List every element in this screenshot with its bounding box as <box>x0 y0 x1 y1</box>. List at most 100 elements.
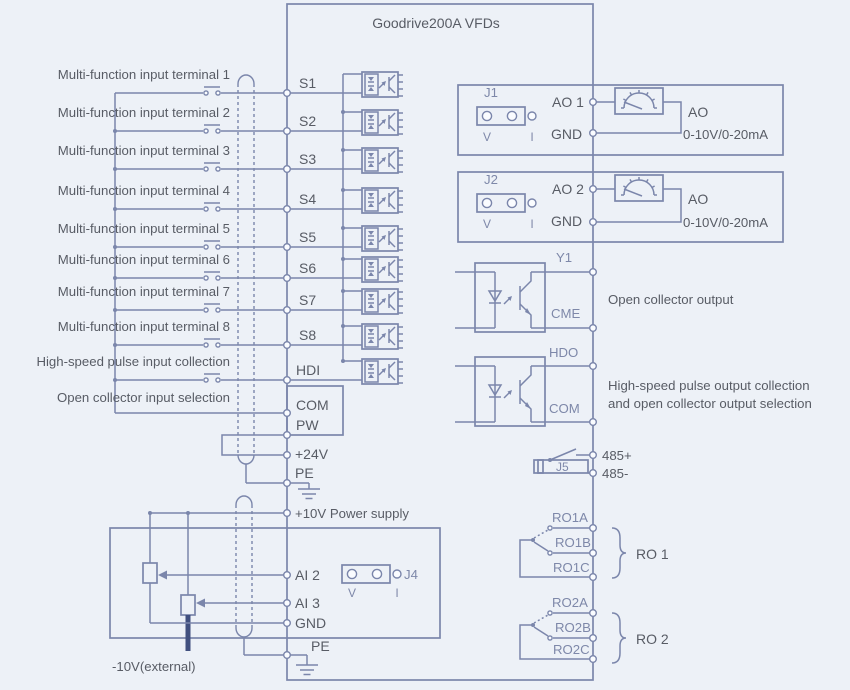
relay-name: RO 2 <box>636 631 669 647</box>
jumper-name: J4 <box>404 567 418 582</box>
input-row-s8: Multi-function input terminal 8 S8 <box>58 319 404 350</box>
optocoupler-icon <box>361 71 404 98</box>
ai2-row: AI 2 <box>158 567 320 583</box>
switch-icon <box>203 271 221 281</box>
input-label: Multi-function input terminal 8 <box>58 319 230 334</box>
optocoupler-icon <box>361 147 404 174</box>
ao2-block: J2 V I AO 2 GND AO 0-10V/0-20mA <box>457 171 784 243</box>
terminal-label: HDO <box>549 345 578 360</box>
terminal-label: HDI <box>296 362 320 378</box>
input-row-hdi: High-speed pulse input collection HDI <box>36 354 404 385</box>
terminal-dot <box>589 549 597 557</box>
switch-icon <box>203 202 221 212</box>
terminal-label: 485- <box>602 466 628 481</box>
terminal-dot <box>283 341 291 349</box>
input-label: Multi-function input terminal 7 <box>58 284 230 299</box>
digital-input-section: Multi-function input terminal 1 S1 Multi… <box>36 67 404 500</box>
terminal-dot <box>589 634 597 642</box>
terminal-label: RO1B <box>555 535 591 550</box>
jumper-v-label: V <box>483 217 491 231</box>
terminal-label: PE <box>311 638 330 654</box>
output-optocoupler-icon <box>454 262 591 333</box>
com-pw-block: Open collector input selection COM PW <box>57 385 344 436</box>
terminal-label: GND <box>551 213 582 229</box>
terminal-dot <box>589 128 597 138</box>
input-row-s1: Multi-function input terminal 1 S1 <box>58 67 404 98</box>
analog-box <box>109 527 441 639</box>
terminal-label: AI 2 <box>295 567 320 583</box>
output-range: 0-10V/0-20mA <box>683 127 768 142</box>
relay-ro1-block: RO1A RO1B RO1C RO 1 <box>519 510 669 581</box>
jumper-block-icon <box>476 193 537 213</box>
input-label: Multi-function input terminal 3 <box>58 143 230 158</box>
terminal-dot <box>283 619 291 627</box>
relay-name: RO 1 <box>636 546 669 562</box>
minus10v-label: -10V(external) <box>112 659 196 674</box>
terminal-label: COM <box>296 397 329 413</box>
terminal-dot <box>589 655 597 663</box>
terminal-label: RO2C <box>553 642 590 657</box>
terminal-label: S8 <box>299 327 316 343</box>
input-label: Multi-function input terminal 4 <box>58 183 230 198</box>
terminal-label: Y1 <box>556 250 572 265</box>
terminal-label: AI 3 <box>295 595 320 611</box>
optocoupler-icon <box>361 109 404 136</box>
terminal-label: S4 <box>299 191 316 207</box>
input-label: Multi-function input terminal 2 <box>58 105 230 120</box>
terminal-dot <box>589 609 597 617</box>
power-supply-label: +10V Power supply <box>295 506 409 521</box>
terminal-label: AO 1 <box>552 94 584 110</box>
output-label: AO <box>688 191 708 207</box>
relay-contact-nc <box>533 626 549 637</box>
terminal-label: RO1A <box>552 510 588 525</box>
terminal-dot <box>589 217 597 227</box>
terminal-label: PW <box>296 417 319 433</box>
terminal-label: S3 <box>299 151 316 167</box>
optocoupler-icon <box>361 187 404 214</box>
terminal-label: PE <box>295 465 314 481</box>
output-description: Open collector output <box>608 292 734 307</box>
pulse-output-block: HDO COM High-speed pulse output collecti… <box>454 345 812 427</box>
ai3-row: AI 3 <box>196 595 320 611</box>
shielded-cable-digital <box>237 74 287 484</box>
jumper-name: J2 <box>484 172 498 187</box>
terminal-dot <box>589 524 597 532</box>
terminal-dot <box>589 418 597 426</box>
switch-icon <box>203 373 221 383</box>
output-label: AO <box>688 104 708 120</box>
terminal-dot <box>283 509 291 517</box>
terminal-label: S2 <box>299 113 316 129</box>
relay-ro2-block: RO2A RO2B RO2C RO 2 <box>519 595 669 664</box>
input-row-s7: Multi-function input terminal 7 S7 <box>58 284 404 315</box>
terminal-dot <box>589 268 597 276</box>
optocoupler-icon <box>361 323 404 350</box>
meter-icon <box>614 174 664 202</box>
terminal-dot <box>283 451 291 459</box>
jumper-i-label: I <box>395 586 398 600</box>
terminal-label: GND <box>551 126 582 142</box>
input-row-s5: Multi-function input terminal 5 S5 <box>58 221 404 252</box>
input-label: Multi-function input terminal 1 <box>58 67 230 82</box>
terminal-dot <box>283 409 291 417</box>
switch-icon <box>203 303 221 313</box>
terminal-label: CME <box>551 306 581 321</box>
analog-input-section: +10V Power supply AI 2 AI 3 <box>109 495 441 676</box>
terminal-dot <box>589 184 597 194</box>
switch-icon <box>203 338 221 348</box>
input-label: Multi-function input terminal 6 <box>58 252 230 267</box>
terminal-dot <box>283 571 291 579</box>
terminal-label: GND <box>295 615 326 631</box>
input-label: Multi-function input terminal 5 <box>58 221 230 236</box>
optocoupler-icon <box>361 256 404 283</box>
terminal-label: RO2A <box>552 595 588 610</box>
terminal-label: RO1C <box>553 560 590 575</box>
gnd-row: GND <box>150 615 326 631</box>
terminal-dot <box>283 479 291 487</box>
terminal-label: S1 <box>299 75 316 91</box>
terminal-dot <box>283 431 291 439</box>
terminal-dot <box>589 451 597 459</box>
terminal-dot <box>283 274 291 282</box>
potentiometer-2-icon <box>180 513 196 651</box>
